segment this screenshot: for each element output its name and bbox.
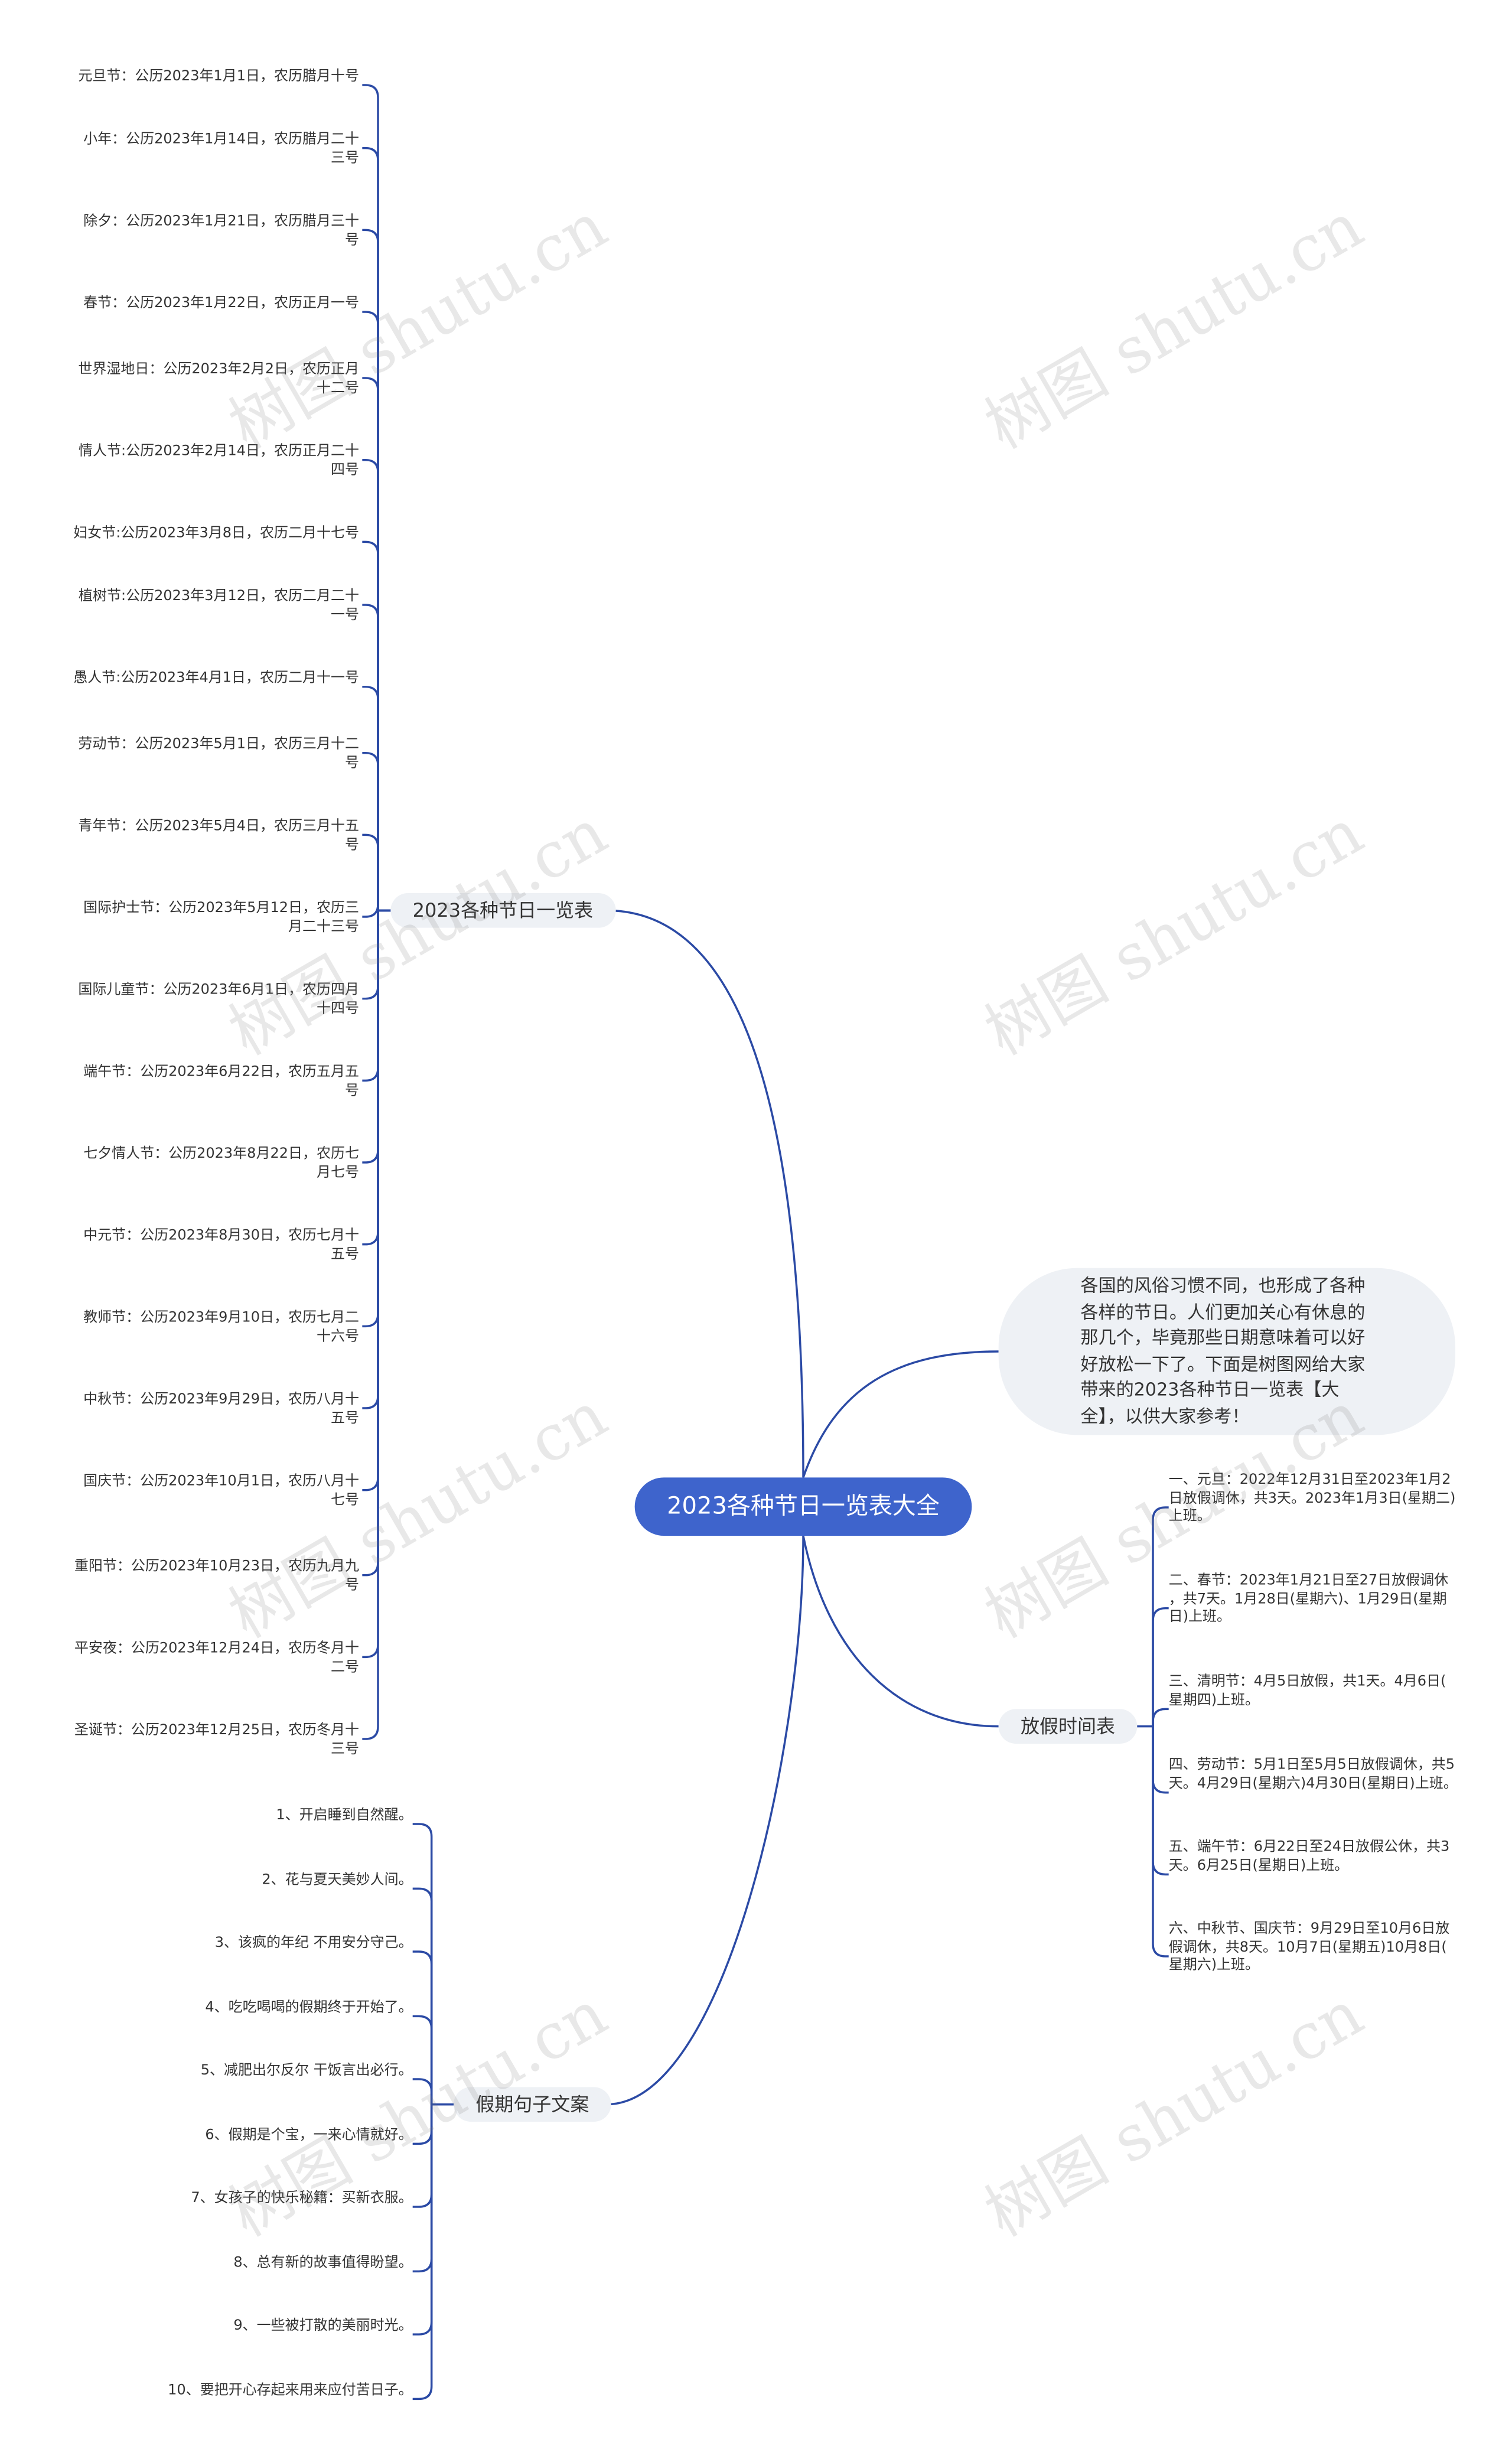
- festival-leaf[interactable]: 国际儿童节：公历2023年6月1日，农历四月 十四号: [78, 983, 360, 1017]
- connector-festival: [362, 311, 379, 911]
- sentence-leaf[interactable]: 10、要把开心存起来用来应付苦日子。: [168, 2383, 413, 2399]
- festival-leaf[interactable]: 重阳节：公历2023年10月23日，农历九月九 号: [74, 1559, 360, 1594]
- festival-leaf[interactable]: 除夕：公历2023年1月21日，农历腊月三十 号: [83, 214, 360, 249]
- sentence-leaf[interactable]: 9、一些被打散的美丽时光。: [233, 2318, 413, 2335]
- holiday-leaf[interactable]: 三、清明节：4月5日放假，共1天。4月6日( 星期四)上班。: [1168, 1674, 1446, 1709]
- festival-leaf[interactable]: 世界湿地日：公历2023年2月2日，农历正月 十二号: [78, 362, 360, 396]
- festival-leaf[interactable]: 国际护士节：公历2023年5月12日，农历三 月二十三号: [83, 901, 360, 935]
- connector-festival: [362, 751, 379, 911]
- connector-holiday: [1152, 1506, 1169, 1727]
- connector-sentence: [412, 1823, 433, 2105]
- festival-leaf[interactable]: 劳动节：公历2023年5月1日，农历三月十二 号: [78, 737, 360, 771]
- connector-sentence: [412, 2078, 433, 2105]
- holiday-leaf[interactable]: 四、劳动节：5月1日至5月5日放假调休，共5 天。4月29日(星期六)4月30日…: [1168, 1758, 1458, 1792]
- festival-leaf[interactable]: 春节：公历2023年1月22日，农历正月一号: [74, 296, 360, 312]
- festival-leaf[interactable]: 中元节：公历2023年8月30日，农历七月十 五号: [83, 1229, 360, 1263]
- connector-festival: [362, 377, 379, 911]
- topic-holiday-sentences[interactable]: 假期句子文案: [454, 2087, 611, 2122]
- sentence-leaf[interactable]: 3、该疯的年纪 不用安分守己。: [214, 1936, 413, 1952]
- connector-holiday: [1152, 1607, 1169, 1727]
- connector-holiday: [1152, 1708, 1169, 1727]
- holiday-leaf[interactable]: 六、中秋节、国庆节：9月29日至10月6日放 假调休，共8天。10月7日(星期五…: [1168, 1921, 1450, 1974]
- festival-leaf[interactable]: 平安夜：公历2023年12月24日，农历冬月十 二号: [74, 1641, 360, 1676]
- sentence-leaf[interactable]: 6、假期是个宝，一来心情就好。: [205, 2128, 413, 2144]
- connector-festival: [362, 604, 379, 911]
- connector-festival: [362, 540, 379, 911]
- festival-leaf[interactable]: 元旦节：公历2023年1月1日，农历腊月十号: [73, 69, 360, 86]
- sentence-leaf[interactable]: 8、总有新的故事值得盼望。: [233, 2255, 413, 2272]
- festival-leaf[interactable]: 中秋节：公历2023年9月29日，农历八月十 五号: [83, 1392, 360, 1426]
- festival-leaf[interactable]: 圣诞节：公历2023年12月25日，农历冬月十 三号: [74, 1723, 360, 1757]
- connector-root-sentences: [606, 1536, 804, 2106]
- sentence-leaf[interactable]: 1、开启睡到自然醒。: [276, 1808, 413, 1825]
- festival-leaf[interactable]: 青年节：公历2023年5月4日，农历三月十五 号: [78, 819, 360, 854]
- connector-holiday: [1152, 1726, 1169, 1794]
- sentence-leaf[interactable]: 7、女孩子的快乐秘籍：买新衣服。: [191, 2191, 413, 2207]
- festival-leaf[interactable]: 七夕情人节：公历2023年8月22日，农历七 月七号: [83, 1147, 360, 1181]
- connector-sentence: [412, 2015, 433, 2105]
- topic-holiday-schedule[interactable]: 放假时间表: [998, 1709, 1138, 1744]
- intro-node[interactable]: 各国的风俗习惯不同，也形成了各种各样的节日。人们更加关心有休息的那几个，毕竟那些…: [998, 1268, 1456, 1435]
- festival-leaf[interactable]: 妇女节:公历2023年3月8日，农历二月十七号: [69, 526, 360, 542]
- connector-festival: [362, 910, 379, 1740]
- connector-sentence: [412, 1887, 433, 2105]
- connector-festival: [362, 146, 379, 911]
- sentence-leaf[interactable]: 5、减肥出尔反尔 干饭言出必行。: [200, 2063, 413, 2080]
- connector-festival: [362, 229, 379, 911]
- festival-leaf[interactable]: 国庆节：公历2023年10月1日，农历八月十 七号: [83, 1474, 360, 1509]
- topic-festival-list[interactable]: 2023各种节日一览表: [390, 893, 615, 928]
- connector-root-holidays: [802, 1535, 999, 1728]
- holiday-leaf[interactable]: 五、端午节：6月22日至24日放假公休，共3 天。6月25日(星期日)上班。: [1168, 1839, 1450, 1874]
- connector-festival: [362, 904, 379, 918]
- connector-root-intro: [802, 1350, 999, 1478]
- holiday-leaf[interactable]: 二、春节：2023年1月21日至27日放假调休 ，共7天。1月28日(星期六)、…: [1168, 1574, 1449, 1626]
- connector-root-festivals: [606, 909, 804, 1478]
- root-node[interactable]: 2023各种节日一览表大全: [634, 1477, 972, 1536]
- festival-leaf[interactable]: 端午节：公历2023年6月22日，农历五月五 号: [83, 1064, 360, 1099]
- festival-leaf[interactable]: 小年：公历2023年1月14日，农历腊月二十 三号: [83, 132, 360, 167]
- connector-festival: [362, 458, 379, 911]
- connector-festival: [362, 84, 379, 911]
- connector-sentence: [412, 1950, 433, 2105]
- festival-leaf[interactable]: 植树节:公历2023年3月12日，农历二月二十 一号: [79, 589, 360, 623]
- festival-leaf[interactable]: 教师节：公历2023年9月10日，农历七月二 十六号: [83, 1310, 360, 1345]
- sentence-leaf[interactable]: 4、吃吃喝喝的假期终于开始了。: [205, 2000, 413, 2017]
- festival-leaf[interactable]: 情人节:公历2023年2月14日，农历正月二十 四号: [79, 444, 360, 478]
- connector-festival: [362, 685, 379, 911]
- connector-holiday: [1152, 1726, 1169, 1958]
- connector-holiday: [1152, 1726, 1169, 1876]
- festival-leaf[interactable]: 愚人节:公历2023年4月1日，农历二月十一号: [69, 671, 360, 687]
- connector-festival: [362, 833, 379, 911]
- connector-sentence: [412, 2104, 433, 2401]
- holiday-leaf[interactable]: 一、元旦：2022年12月31日至2023年1月2 日放假调休，共3天。2023…: [1168, 1473, 1456, 1525]
- sentence-leaf[interactable]: 2、花与夏天美妙人间。: [262, 1872, 413, 1889]
